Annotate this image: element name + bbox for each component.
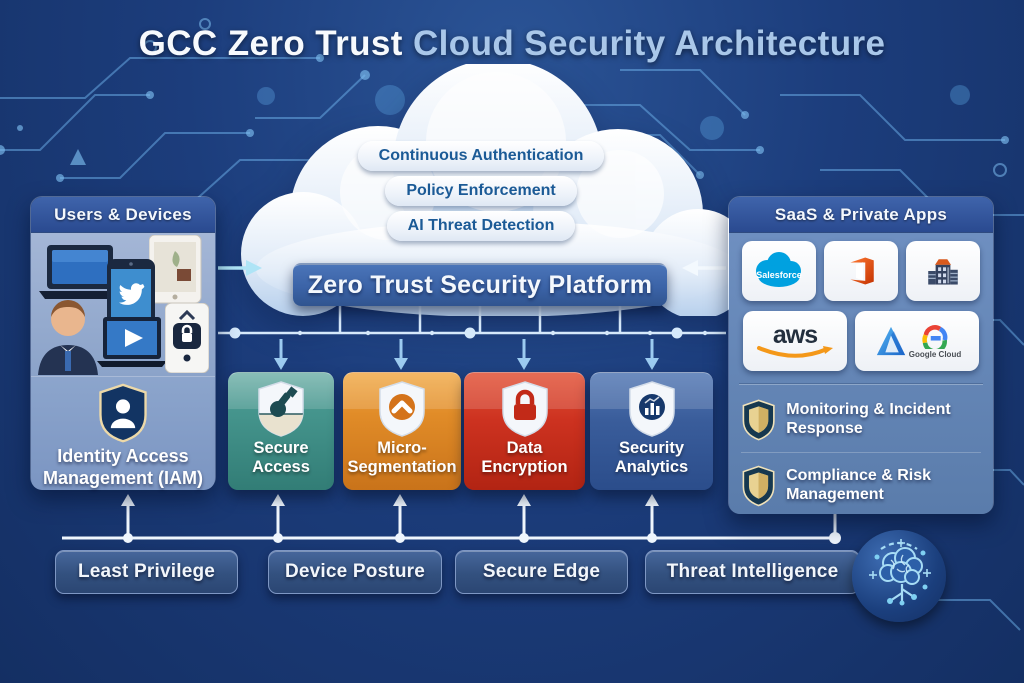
ai-brain-badge xyxy=(852,530,946,622)
pillar-micro-segmentation: Micro-Segmentation xyxy=(343,372,461,490)
user-avatar-icon xyxy=(38,300,98,375)
aws-logo: aws xyxy=(772,321,818,349)
google-cloud-logo-wrap: Google Cloud xyxy=(909,323,961,359)
service-label-monitoring: Monitoring & Incident Response xyxy=(786,401,951,437)
azure-gcloud-tile: Google Cloud xyxy=(855,311,979,371)
iam-section: Identity Access Management (IAM) xyxy=(31,376,215,490)
shield-chevron-icon xyxy=(379,381,425,437)
title-emphasis: GCC Zero Trust xyxy=(138,24,403,63)
saas-apps-panel: SaaS & Private Apps Salesforce xyxy=(728,196,994,514)
aws-tile: aws xyxy=(743,311,847,371)
laptop-icon xyxy=(39,245,123,299)
pillar-label: Micro-Segmentation xyxy=(347,439,457,477)
cloud-capability-list: Continuous Authentication Policy Enforce… xyxy=(331,141,631,241)
aws-smile-icon xyxy=(757,346,833,358)
office-tile xyxy=(824,241,898,301)
office-logo xyxy=(850,257,874,285)
service-label-compliance: Compliance & Risk Management xyxy=(786,467,931,503)
media-laptop-icon xyxy=(97,317,167,367)
page-title: GCC Zero Trust Cloud Security Architectu… xyxy=(0,24,1024,64)
salesforce-tile: Salesforce xyxy=(742,241,816,301)
divider xyxy=(739,384,983,385)
pillar-data-encryption: Data Encryption xyxy=(464,372,585,490)
users-devices-header: Users & Devices xyxy=(31,197,215,233)
google-cloud-label: Google Cloud xyxy=(908,350,962,359)
building-tile xyxy=(906,241,980,301)
tablet-icon xyxy=(149,235,202,304)
capability-pill-ai-threat-detection: AI Threat Detection xyxy=(386,211,576,241)
pillar-security-analytics: Security Analytics xyxy=(590,372,713,490)
svg-text:Salesforce: Salesforce xyxy=(756,270,802,280)
azure-logo xyxy=(876,326,905,356)
iam-label: Identity Access Management (IAM) xyxy=(42,446,203,489)
shield-user-icon xyxy=(99,383,147,443)
pillar-secure-access: Secure Access xyxy=(228,372,334,490)
users-devices-panel: Users & Devices xyxy=(30,196,216,490)
pillar-label: Secure Access xyxy=(252,439,310,477)
salesforce-logo: Salesforce xyxy=(756,252,802,287)
ai-brain-icon xyxy=(869,539,931,606)
shield-telescope-icon xyxy=(258,381,304,437)
zero-trust-platform-banner: Zero Trust Security Platform xyxy=(293,263,667,306)
building-icon xyxy=(928,259,958,285)
shield-analytics-icon xyxy=(628,381,675,437)
capability-pill-continuous-authentication: Continuous Authentication xyxy=(357,141,605,171)
principle-threat-intelligence: Threat Intelligence xyxy=(645,550,860,594)
google-cloud-logo xyxy=(922,325,948,349)
principle-secure-edge: Secure Edge xyxy=(455,550,628,594)
service-row-monitoring: Monitoring & Incident Response xyxy=(729,389,993,450)
divider xyxy=(741,452,981,453)
smartphone-lock-icon xyxy=(165,303,209,373)
capability-pill-policy-enforcement: Policy Enforcement xyxy=(385,176,577,206)
saas-apps-body: Salesforce xyxy=(729,233,993,514)
saas-apps-header: SaaS & Private Apps xyxy=(729,197,993,233)
gold-shield-icon xyxy=(742,465,775,507)
azure-logo-wrap xyxy=(873,324,909,358)
device-collage xyxy=(31,233,215,376)
principle-device-posture: Device Posture xyxy=(268,550,442,594)
app-tile-row-2: aws xyxy=(729,311,993,371)
gold-shield-icon xyxy=(742,399,775,441)
pillar-label: Security Analytics xyxy=(614,439,689,477)
title-rest: Cloud Security Architecture xyxy=(412,24,886,63)
service-row-compliance: Compliance & Risk Management xyxy=(729,455,993,516)
pillar-label: Data Encryption xyxy=(481,439,568,477)
app-tile-row-1: Salesforce xyxy=(729,241,993,301)
principle-least-privilege: Least Privilege xyxy=(55,550,238,594)
shield-lock-icon xyxy=(501,381,548,437)
